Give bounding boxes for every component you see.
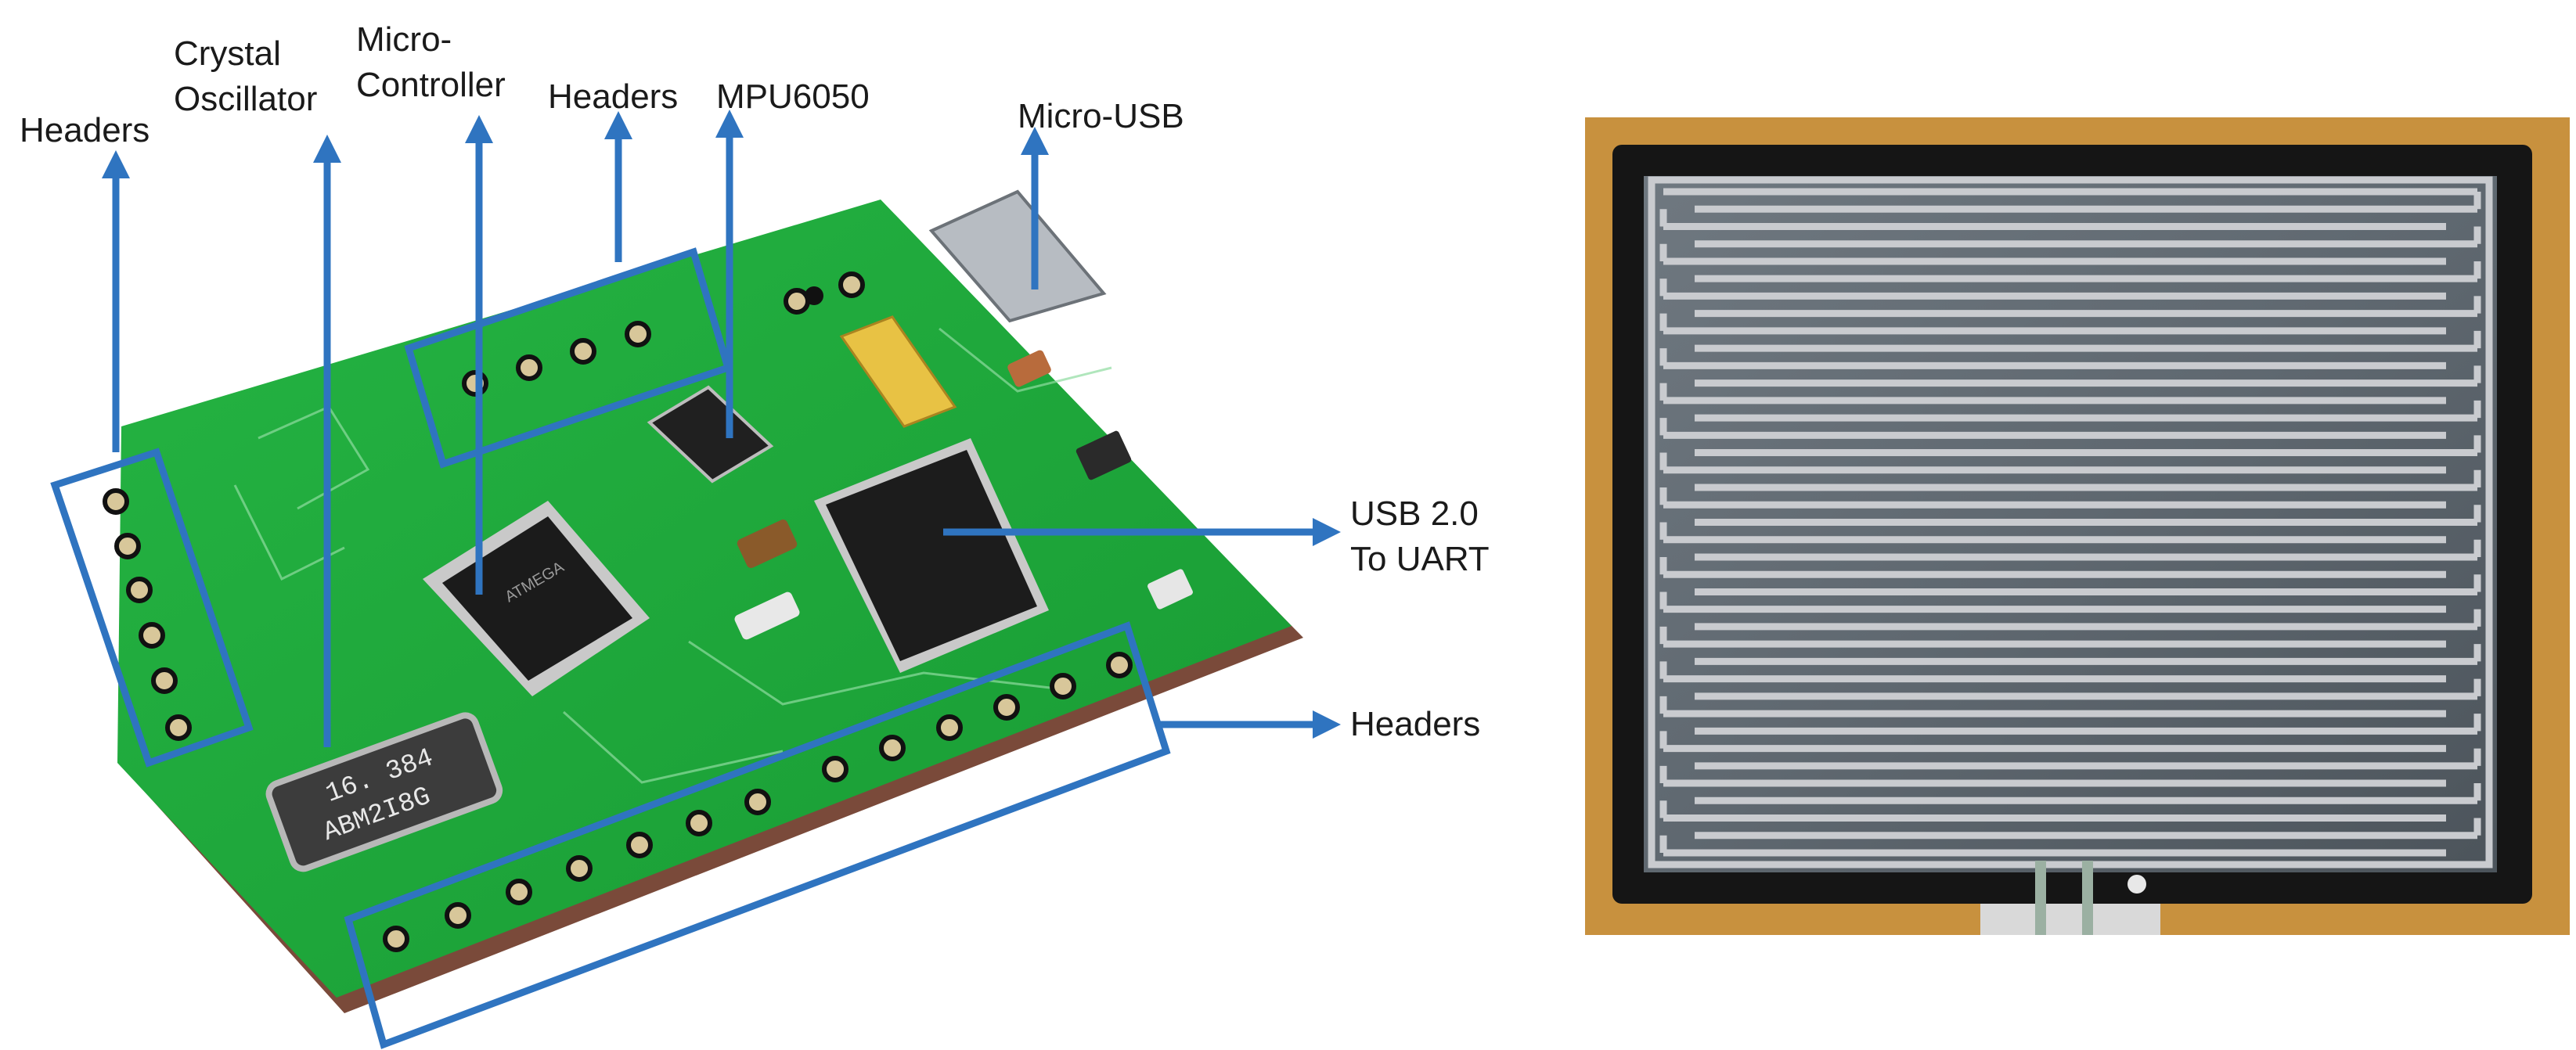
label-micro-usb: Micro-USB [1018, 97, 1184, 135]
crystal-oscillator: 16. 384 ABM2I8G [265, 712, 503, 872]
mpu6050-chip [647, 385, 774, 484]
sensor-tail [1980, 904, 2160, 935]
label-headers-top: Headers [548, 77, 679, 116]
label-crystal-oscillator: Crystal Oscillator [174, 34, 318, 118]
pcb-board [117, 200, 1292, 998]
micro-usb-connector [928, 189, 1107, 323]
callout-arrows [102, 110, 1341, 747]
sensor-trace-lines [1659, 188, 2481, 857]
pcb-photo: ATMEGA 16. 384 ABM2I8G [50, 110, 1341, 1049]
label-usb-to-uart: USB 2.0 To UART [1350, 494, 1490, 578]
label-headers-left: Headers [20, 111, 150, 149]
force-sensor-photo [1585, 117, 2570, 935]
bottom-header-box [344, 621, 1171, 1049]
left-header-pins [103, 488, 192, 741]
fuse-component [839, 315, 957, 428]
bottom-header-pins [383, 652, 1133, 952]
usb-uart-chip [814, 438, 1049, 673]
sensor-trace-frame [1648, 176, 2493, 868]
label-mpu6050: MPU6050 [716, 77, 870, 116]
label-headers-right: Headers [1350, 705, 1481, 743]
left-header-box [50, 448, 254, 768]
label-micro-controller: Micro- Controller [356, 20, 506, 104]
sensor-interdigitated-traces [1648, 176, 2493, 868]
